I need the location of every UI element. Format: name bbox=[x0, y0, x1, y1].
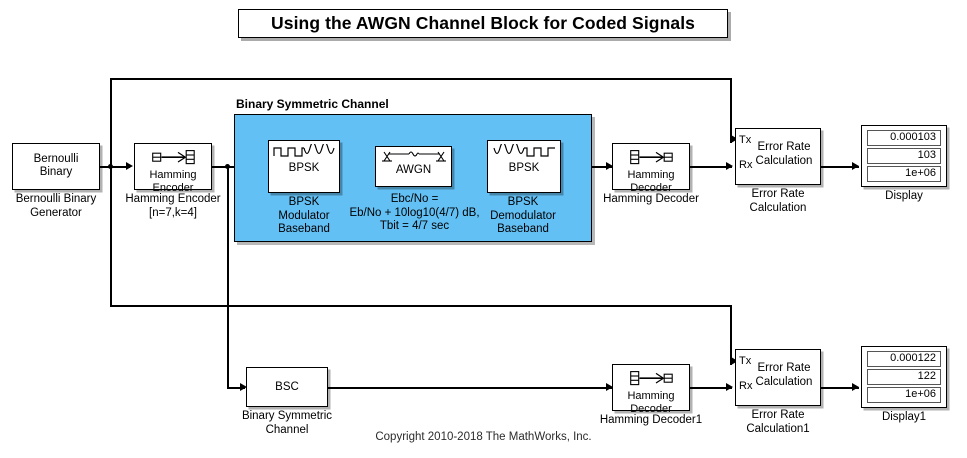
block-error-rate-calculation-1[interactable]: Tx Rx Error Rate Calculation bbox=[735, 349, 821, 406]
arrow-into-decoder-1 bbox=[606, 383, 613, 391]
arrow-into-rx-2 bbox=[726, 383, 733, 391]
caption-bernoulli: Bernoulli Binary Generator bbox=[15, 193, 97, 219]
wire-to-bsc bbox=[227, 166, 229, 387]
block-display[interactable]: 0.000103 103 1e+06 bbox=[861, 125, 947, 187]
wire-to-bsc-h bbox=[227, 387, 245, 389]
block-bpsk-demodulator-label: BPSK bbox=[508, 162, 540, 174]
wire-tx-up bbox=[110, 78, 112, 167]
arrow-into-display-1 bbox=[852, 162, 859, 170]
block-hamming-decoder-1-label: Hamming Decoder bbox=[627, 390, 675, 415]
display1-cell-ber: 0.000122 bbox=[867, 351, 941, 367]
page-title: Using the AWGN Channel Block for Coded S… bbox=[238, 9, 728, 38]
block-bernoulli-label: Bernoulli Binary bbox=[33, 153, 79, 178]
wire-tx-top bbox=[110, 78, 731, 80]
decoder-icon bbox=[630, 150, 673, 165]
block-hamming-encoder[interactable]: Hamming Encoder bbox=[134, 143, 212, 194]
caption-error-rate-calculation-1: Error Rate Calculation1 bbox=[746, 409, 810, 435]
wire-tx-down-1 bbox=[730, 78, 732, 143]
arrow-into-tx-1 bbox=[731, 135, 738, 143]
block-error-rate-label-2: Error Rate Calculation bbox=[755, 362, 813, 388]
arrow-into-display-2 bbox=[852, 383, 859, 391]
arrow-into-decoder bbox=[606, 162, 613, 170]
block-bpsk-modulator-label: BPSK bbox=[288, 162, 320, 174]
caption-display: Display bbox=[885, 190, 923, 202]
wire-decoder1-rx-2 bbox=[690, 387, 732, 389]
wire-tx-bottom bbox=[110, 305, 731, 307]
block-bsc[interactable]: BSC bbox=[246, 367, 328, 407]
block-awgn-channel[interactable]: AWGN bbox=[375, 146, 452, 187]
port-label-tx-2: Tx bbox=[739, 355, 752, 367]
caption-bpsk-modulator: BPSK Modulator Baseband bbox=[278, 196, 330, 235]
arrow-into-rx-1 bbox=[726, 162, 733, 170]
block-error-rate-calculation[interactable]: Tx Rx Error Rate Calculation bbox=[735, 128, 821, 185]
caption-error-rate-calculation: Error Rate Calculation bbox=[749, 188, 807, 214]
port-label-tx-1: Tx bbox=[739, 134, 752, 146]
wire-tx-down-branch bbox=[110, 166, 112, 306]
block-awgn-label: AWGN bbox=[395, 164, 432, 176]
caption-bpsk-demodulator: BPSK Demodulator Baseband bbox=[490, 196, 556, 235]
subsystem-region-title: Binary Symmetric Channel bbox=[236, 97, 389, 111]
wire-decoder-rx-1 bbox=[690, 166, 732, 168]
port-label-rx-1: Rx bbox=[739, 159, 753, 171]
caption-hamming-decoder: Hamming Decoder bbox=[603, 193, 699, 205]
display1-cell-total: 1e+06 bbox=[867, 387, 941, 403]
square-to-sine-icon bbox=[273, 144, 335, 157]
caption-hamming-decoder-1: Hamming Decoder1 bbox=[599, 414, 703, 426]
block-bsc-label: BSC bbox=[275, 381, 299, 393]
caption-hamming-encoder: Hamming Encoder [n=7,k=4] bbox=[125, 193, 221, 219]
block-hamming-decoder-1[interactable]: Hamming Decoder bbox=[612, 364, 690, 415]
block-hamming-decoder[interactable]: Hamming Decoder bbox=[612, 143, 690, 194]
block-error-rate-label-1: Error Rate Calculation bbox=[755, 141, 813, 167]
port-label-rx-2: Rx bbox=[739, 380, 753, 392]
antenna-link-icon bbox=[382, 151, 446, 162]
display-cell-errors: 103 bbox=[867, 148, 941, 164]
display-cell-total: 1e+06 bbox=[867, 166, 941, 182]
wire-erc-display-1 bbox=[821, 166, 859, 168]
arrow-into-bsc bbox=[240, 383, 247, 391]
block-hamming-decoder-label: Hamming Decoder bbox=[627, 169, 675, 194]
caption-awgn: Ebc/No = Eb/No + 10log10(4/7) dB, Tbit =… bbox=[349, 193, 480, 232]
encoder-icon bbox=[152, 150, 195, 165]
wire-bernoulli-out bbox=[100, 166, 130, 168]
sine-to-square-icon bbox=[493, 144, 555, 157]
wire-erc-display-2 bbox=[821, 387, 859, 389]
display1-cell-errors: 122 bbox=[867, 369, 941, 385]
block-display-1[interactable]: 0.000122 122 1e+06 bbox=[861, 346, 947, 408]
arrow-into-encoder bbox=[126, 162, 133, 170]
caption-bsc: Binary Symmetric Channel bbox=[241, 410, 333, 436]
arrow-into-tx-2 bbox=[731, 357, 738, 365]
decoder-icon bbox=[630, 371, 673, 386]
caption-display-1: Display1 bbox=[881, 411, 927, 423]
block-bpsk-demodulator[interactable]: BPSK bbox=[487, 140, 561, 193]
block-bpsk-modulator[interactable]: BPSK bbox=[268, 140, 340, 193]
copyright-text: Copyright 2010-2018 The MathWorks, Inc. bbox=[375, 431, 592, 443]
block-hamming-encoder-label: Hamming Encoder bbox=[149, 169, 197, 194]
display-cell-ber: 0.000103 bbox=[867, 130, 941, 146]
block-bernoulli-binary-generator[interactable]: Bernoulli Binary bbox=[12, 143, 100, 190]
wire-bsc-decoder1 bbox=[328, 387, 613, 389]
wire-tx-down-2 bbox=[730, 305, 732, 365]
